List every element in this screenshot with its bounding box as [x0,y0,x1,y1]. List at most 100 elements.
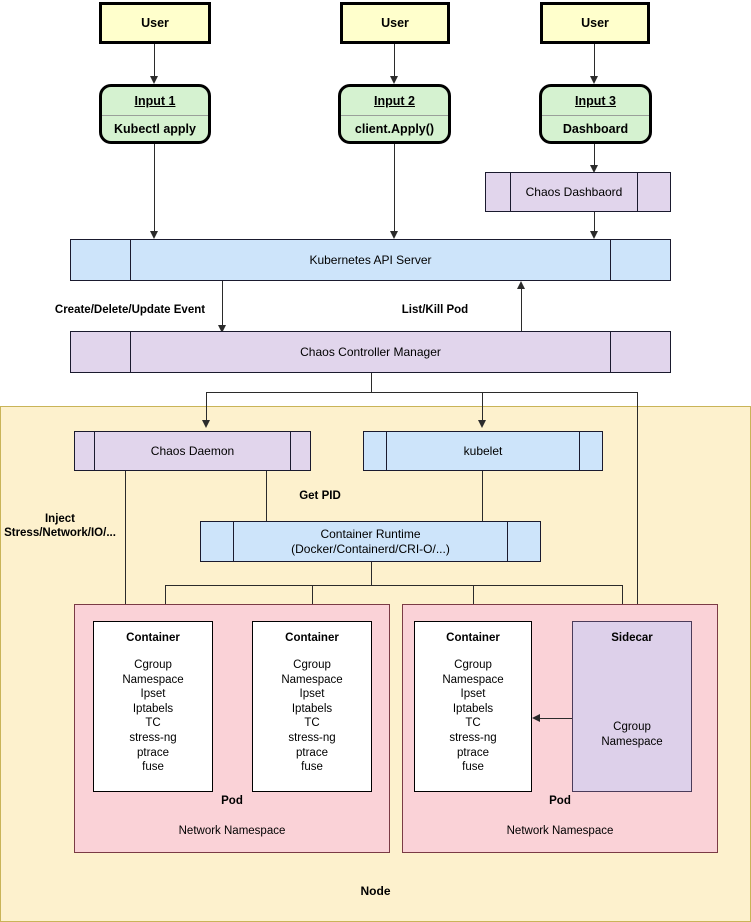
edge-input3-dashboard [594,144,596,168]
list-item: fuse [462,761,484,774]
pod-1-container-1-title: Container [126,632,180,644]
arrowhead-input1-apiserver [150,231,158,239]
list-item: Cgroup [613,721,651,733]
kubelet-label: kubelet [463,443,503,458]
input-box-2: Input 2 client.Apply() [338,84,451,144]
edge-label-create-delete-update: Create/Delete/Update Event [54,304,206,316]
pod-2-sidecar-list: Cgroup Namespace [601,720,662,749]
list-item: Cgroup [454,659,492,671]
container-runtime-box: Container Runtime (Docker/Containerd/CRI… [200,521,541,562]
input-box-3: Input 3 Dashboard [539,84,652,144]
edge-apiserver-controller [222,281,224,328]
edge-sidecar-container [540,718,572,720]
user-box-2: User [340,2,450,44]
edge-runtime-container1 [165,585,167,614]
inject-line-2: Stress/Network/IO/... [4,527,116,539]
list-item: Namespace [442,673,504,686]
pod-2-sidecar: Sidecar Cgroup Namespace [572,621,692,792]
chaos-dashboard-label: Chaos Dashbaord [525,184,623,199]
pod-1-container-2: Container Cgroup Namespace Ipset Iptabel… [252,621,372,792]
kubelet-box: kubelet [363,431,603,471]
list-item: Cgroup [134,659,172,671]
chaos-dashboard-box: Chaos Dashbaord [485,172,671,212]
kubelet-right-segment [579,432,602,470]
kubernetes-api-server-box: Kubernetes API Server [70,239,671,281]
arrowhead-dashboard-apiserver [590,231,598,239]
arrowhead-user3-input3 [590,76,598,84]
pod-2-container-1-title: Container [446,632,500,644]
list-item: ptrace [137,746,169,759]
pod-2-network-namespace-label: Network Namespace [506,825,614,837]
input-2-body: client.Apply() [354,121,435,136]
edge-kubelet-runtime [482,471,484,524]
list-item: Namespace [601,735,663,748]
list-item: Ipset [299,688,325,701]
edge-label-inject: Inject Stress/Network/IO/... [0,512,120,540]
chaos-dashboard-left-segment [486,173,511,211]
arrowhead-controller-kubelet [478,420,486,428]
list-item: fuse [142,761,164,774]
arrowhead-input3-dashboard [590,165,598,173]
edge-controller-chaosdaemon [206,392,208,424]
input-1-body: Kubectl apply [114,121,196,136]
list-item: ptrace [457,746,489,759]
list-item: Cgroup [293,659,331,671]
edge-runtime-container2 [312,585,314,614]
edge-runtime-bus-horizontal [165,585,623,587]
chaos-controller-manager-box: Chaos Controller Manager [70,331,671,373]
edge-runtime-sidecar [622,585,624,614]
edge-input1-apiserver [154,144,156,234]
pod-2-label: Pod [549,795,571,807]
list-item: Namespace [281,673,343,686]
input-1-title: Input 1 [102,87,208,116]
pod-1-label: Pod [221,795,243,807]
list-item: stress-ng [129,731,177,744]
list-item: Namespace [122,673,184,686]
list-item: stress-ng [449,731,497,744]
api-server-left-segment [71,240,131,280]
arrowhead-user1-input1 [150,76,158,84]
chaos-dashboard-right-segment [637,173,670,211]
controller-manager-label: Chaos Controller Manager [300,344,441,359]
pod-1-container-1: Container Cgroup Namespace Ipset Iptabel… [93,621,213,792]
input-3-body: Dashboard [562,121,629,136]
controller-manager-left-segment [71,332,131,372]
container-runtime-label: Container Runtime (Docker/Containerd/CRI… [234,522,507,561]
node-label: Node [360,884,391,898]
list-item: Ipset [140,688,166,701]
pod-1-container-1-list: Cgroup Namespace Ipset Iptabels TC stres… [122,658,183,775]
list-item: Iptabels [291,702,333,715]
controller-manager-right-segment [610,332,670,372]
edge-label-get-pid: Get PID [299,490,341,502]
edge-user2-input2 [394,44,396,78]
edge-runtime-container3 [473,585,475,614]
edge-dashboard-apiserver [594,212,596,234]
arrowhead-controller-apiserver [517,281,525,289]
arrowhead-apiserver-controller [218,325,226,333]
edge-user3-input3 [594,44,596,78]
api-server-right-segment [610,240,670,280]
list-item: Iptabels [452,702,494,715]
edge-controller-bus-horizontal [206,392,638,394]
pod-2-container-1: Container Cgroup Namespace Ipset Iptabel… [414,621,532,792]
edge-runtime-bus-stem [371,562,373,586]
arrowhead-controller-chaosdaemon [202,420,210,428]
edge-label-list-kill-pod: List/Kill Pod [401,304,469,316]
list-item: TC [304,717,320,730]
api-server-label: Kubernetes API Server [309,252,432,267]
list-item: Iptabels [132,702,174,715]
edge-input2-apiserver [394,144,396,234]
edge-chaosdaemon-runtime [266,471,268,524]
edge-controller-sidecar [637,392,639,614]
pod-2-container-1-list: Cgroup Namespace Ipset Iptabels TC stres… [442,658,503,775]
container-runtime-right-segment [507,522,540,561]
edge-controller-bus-stem [371,373,373,393]
edge-chaosdaemon-container1 [125,471,127,618]
input-box-1: Input 1 Kubectl apply [99,84,211,144]
arrowhead-input2-apiserver [390,231,398,239]
list-item: TC [145,717,161,730]
arrowhead-user2-input2 [390,76,398,84]
input-3-title: Input 3 [542,87,649,116]
edge-controller-apiserver [521,288,523,331]
